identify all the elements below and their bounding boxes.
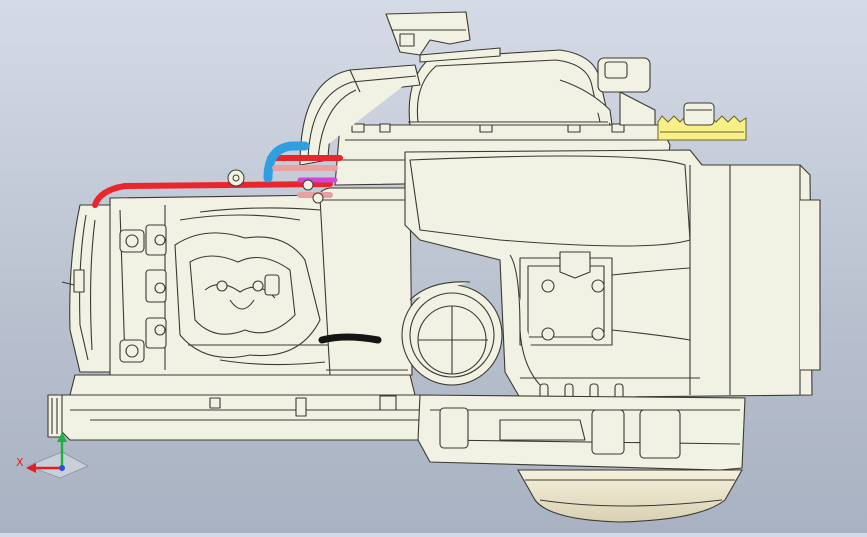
red-fuel-line bbox=[92, 155, 343, 208]
x-axis-arrow-icon bbox=[26, 463, 62, 473]
z-axis-dot-icon bbox=[59, 465, 65, 471]
blue-coolant-pipe bbox=[263, 141, 310, 183]
coordinate-triad: X bbox=[16, 432, 89, 479]
valve-cover bbox=[408, 47, 611, 126]
base-rail bbox=[47, 374, 441, 441]
small-fittings bbox=[227, 169, 324, 204]
left-end-cover bbox=[61, 204, 119, 373]
y-axis-arrow-icon bbox=[57, 432, 67, 468]
oil-filter-bowl bbox=[517, 469, 743, 523]
crankcase bbox=[109, 194, 336, 376]
x-axis-label: X bbox=[16, 456, 24, 469]
lower-sump bbox=[417, 394, 746, 471]
upper-right-cap bbox=[683, 102, 715, 126]
cylinder-barrel bbox=[319, 187, 413, 376]
triad-base-plane bbox=[26, 451, 89, 479]
top-bracket bbox=[385, 11, 471, 56]
cooling-shroud bbox=[404, 149, 821, 399]
black-hose bbox=[318, 333, 382, 344]
starter-cup bbox=[401, 281, 503, 386]
spark-plug-boss bbox=[559, 57, 656, 126]
